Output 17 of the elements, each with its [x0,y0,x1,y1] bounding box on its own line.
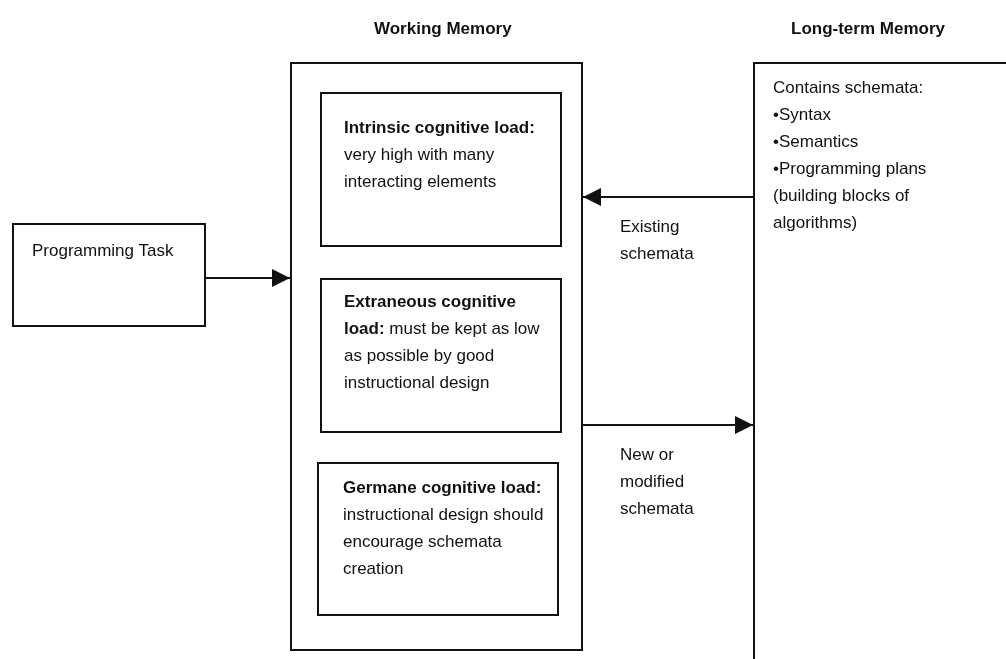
arrow [582,416,754,434]
list-item: •Semantics [773,131,860,153]
box-label: Programming Task [32,240,175,262]
load-description: Intrinsic cognitive load: very high with many interacting elements [344,117,536,193]
arrow [205,269,291,287]
load-box [320,278,562,433]
process-box [12,223,206,327]
panel-heading: Working Memory [374,19,512,39]
list-heading: Contains schemata: [773,77,925,99]
load-box [317,462,559,616]
load-description: Extraneous cognitive load: must be kept as low as possible by good instructional design [344,291,541,394]
list-item: •Syntax [773,104,832,126]
list-item: •Programming plans (building blocks of algorithms) [773,158,928,234]
arrow [582,188,754,206]
load-box [320,92,562,247]
panel-heading: Long-term Memory [791,19,945,39]
load-description: Germane cognitive load: instructional design should encourage schemata creation [343,477,545,580]
